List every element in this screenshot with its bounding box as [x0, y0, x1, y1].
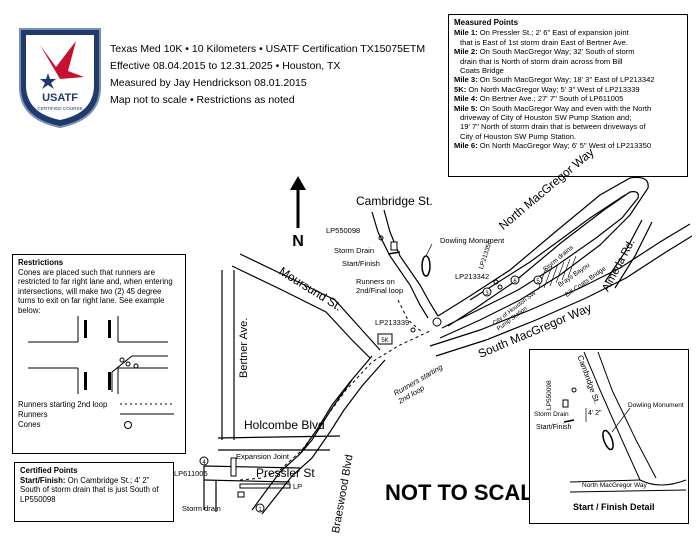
- measured-point-row: Mile 1: On Pressler St.; 2' 6" East of e…: [454, 28, 629, 38]
- north-label: N: [292, 233, 304, 250]
- lp611005-label: LP611005: [174, 469, 208, 478]
- certified-points-box: Certified Points Start/Finish: On Cambri…: [14, 462, 174, 522]
- cambridge-label: Cambridge St.: [356, 194, 433, 208]
- restrictions-title: Restrictions: [18, 258, 64, 267]
- measured-point-row: Mile 3: On South MacGregor Way; 18' 3" E…: [454, 75, 655, 85]
- 5k-label: 5K: [381, 338, 388, 344]
- measured-point-row: Mile 6: On North MacGregor Way; 6' 5" We…: [454, 141, 652, 151]
- svg-text:5: 5: [536, 279, 540, 285]
- mile-marker-5k: [432, 317, 442, 327]
- detail-start-finish: Start/Finish: [536, 424, 572, 431]
- expansion-joint-label: Expansion Joint: [236, 452, 289, 461]
- mile-marker-6: [510, 275, 520, 285]
- measured-point-row: Mile 5: On South MacGregor Way and even …: [454, 103, 652, 113]
- certified-text: On Cambridge St.; 4' 2" South of storm d…: [20, 475, 159, 504]
- usatf-logo: USATF CERTIFIED COURSE: [19, 28, 101, 129]
- svg-text:4: 4: [202, 460, 206, 466]
- header-line-4: Map not to scale • Restrictions as noted: [110, 94, 295, 106]
- header-line-1: Texas Med 10K • 10 Kilometers • USATF Ce…: [110, 43, 426, 55]
- restrictions-text: Cones are placed such that runners are r…: [18, 267, 173, 315]
- legend-runners: Runners: [18, 410, 48, 420]
- storm-drain-marker: [390, 241, 398, 251]
- holcombe-label: Holcombe Blvd: [244, 418, 325, 432]
- start-finish-label: Start/Finish: [342, 259, 380, 268]
- detail-lp: LP550098: [546, 380, 553, 410]
- legend-cones: Cones: [18, 420, 41, 430]
- start-finish-detail-box: Start / Finish Detail Cambridge St. LP55…: [529, 349, 689, 524]
- intersection-example: [28, 315, 168, 394]
- lp550098-label: LP550098: [326, 226, 361, 235]
- lp-label: LP: [293, 482, 303, 491]
- runners-final-loop-label: Runners on 2nd/Final loop: [356, 277, 404, 295]
- mile-marker-5: [533, 275, 543, 285]
- bertner-label: Bertner Ave.: [238, 317, 250, 378]
- mile-marker-4: [199, 456, 209, 466]
- header-line-3: Measured by Jay Hendrickson 08.01.2015: [110, 77, 307, 89]
- dowling-label: Dowling Monument: [440, 236, 505, 245]
- measured-point-row: 19' 7" North of storm drain that is betw…: [460, 122, 646, 132]
- detail-distance: 4' 2": [588, 410, 602, 417]
- measured-point-row: Mile 2: On South MacGregor Way; 32' Sout…: [454, 47, 635, 57]
- logo-text: USATF: [42, 92, 78, 104]
- measured-points-box: Measured Points Mile 1: On Pressler St.;…: [448, 14, 688, 177]
- measured-point-row: that is East of 1st storm drain East of …: [460, 37, 628, 47]
- measured-point-row: City of Houston SW Pump Station.: [460, 131, 577, 141]
- detail-title: Start / Finish Detail: [573, 502, 655, 512]
- legend-runners-2nd: Runners starting 2nd loop: [18, 400, 108, 410]
- detail-nmw: North MacGregor Way: [582, 482, 647, 489]
- measured-points-list: Mile 1: On Pressler St.; 2' 6" East of e…: [454, 28, 682, 150]
- certified-title: Certified Points: [20, 466, 78, 475]
- measured-points-title: Measured Points: [454, 18, 519, 27]
- measured-point-row: drain that is North of storm drain acros…: [460, 56, 623, 66]
- measured-point-row: 5K: On North MacGregor Way; 5' 3" West o…: [454, 84, 640, 94]
- detail-dowling: Dowling Monument: [628, 402, 684, 409]
- storm-drain-label: Storm Drain: [334, 246, 375, 255]
- measured-point-row: driveway of City of Houston SW Pump Stat…: [460, 113, 632, 123]
- logo-sub: CERTIFIED COURSE: [37, 106, 82, 111]
- mile-marker-3: [482, 287, 492, 297]
- lp213342-label: LP213342: [455, 272, 490, 281]
- svg-text:3: 3: [485, 291, 489, 297]
- certified-label: Start/Finish:: [20, 475, 66, 485]
- pressler-label: Pressler St: [256, 466, 315, 480]
- mile-marker-1: [255, 503, 265, 513]
- restrictions-box: Restrictions Cones are placed such that …: [12, 254, 186, 454]
- storm-drain-pressler-label: Storm drain: [182, 504, 221, 513]
- svg-text:1: 1: [258, 507, 262, 513]
- not-to-scale-label: NOT TO SCALE: [385, 480, 548, 505]
- header-line-2: Effective 08.04.2015 to 12.31.2025 • Hou…: [110, 60, 341, 72]
- measured-point-row: Mile 4: On Bertner Ave.; 27' 7" South of…: [454, 94, 624, 104]
- dowling-monument-marker: [421, 255, 431, 277]
- lp213339-label: LP213339: [375, 318, 410, 327]
- detail-storm-drain: Storm Drain: [534, 411, 569, 418]
- measured-point-row: Coats Bridge: [460, 66, 504, 76]
- svg-text:6: 6: [513, 279, 517, 285]
